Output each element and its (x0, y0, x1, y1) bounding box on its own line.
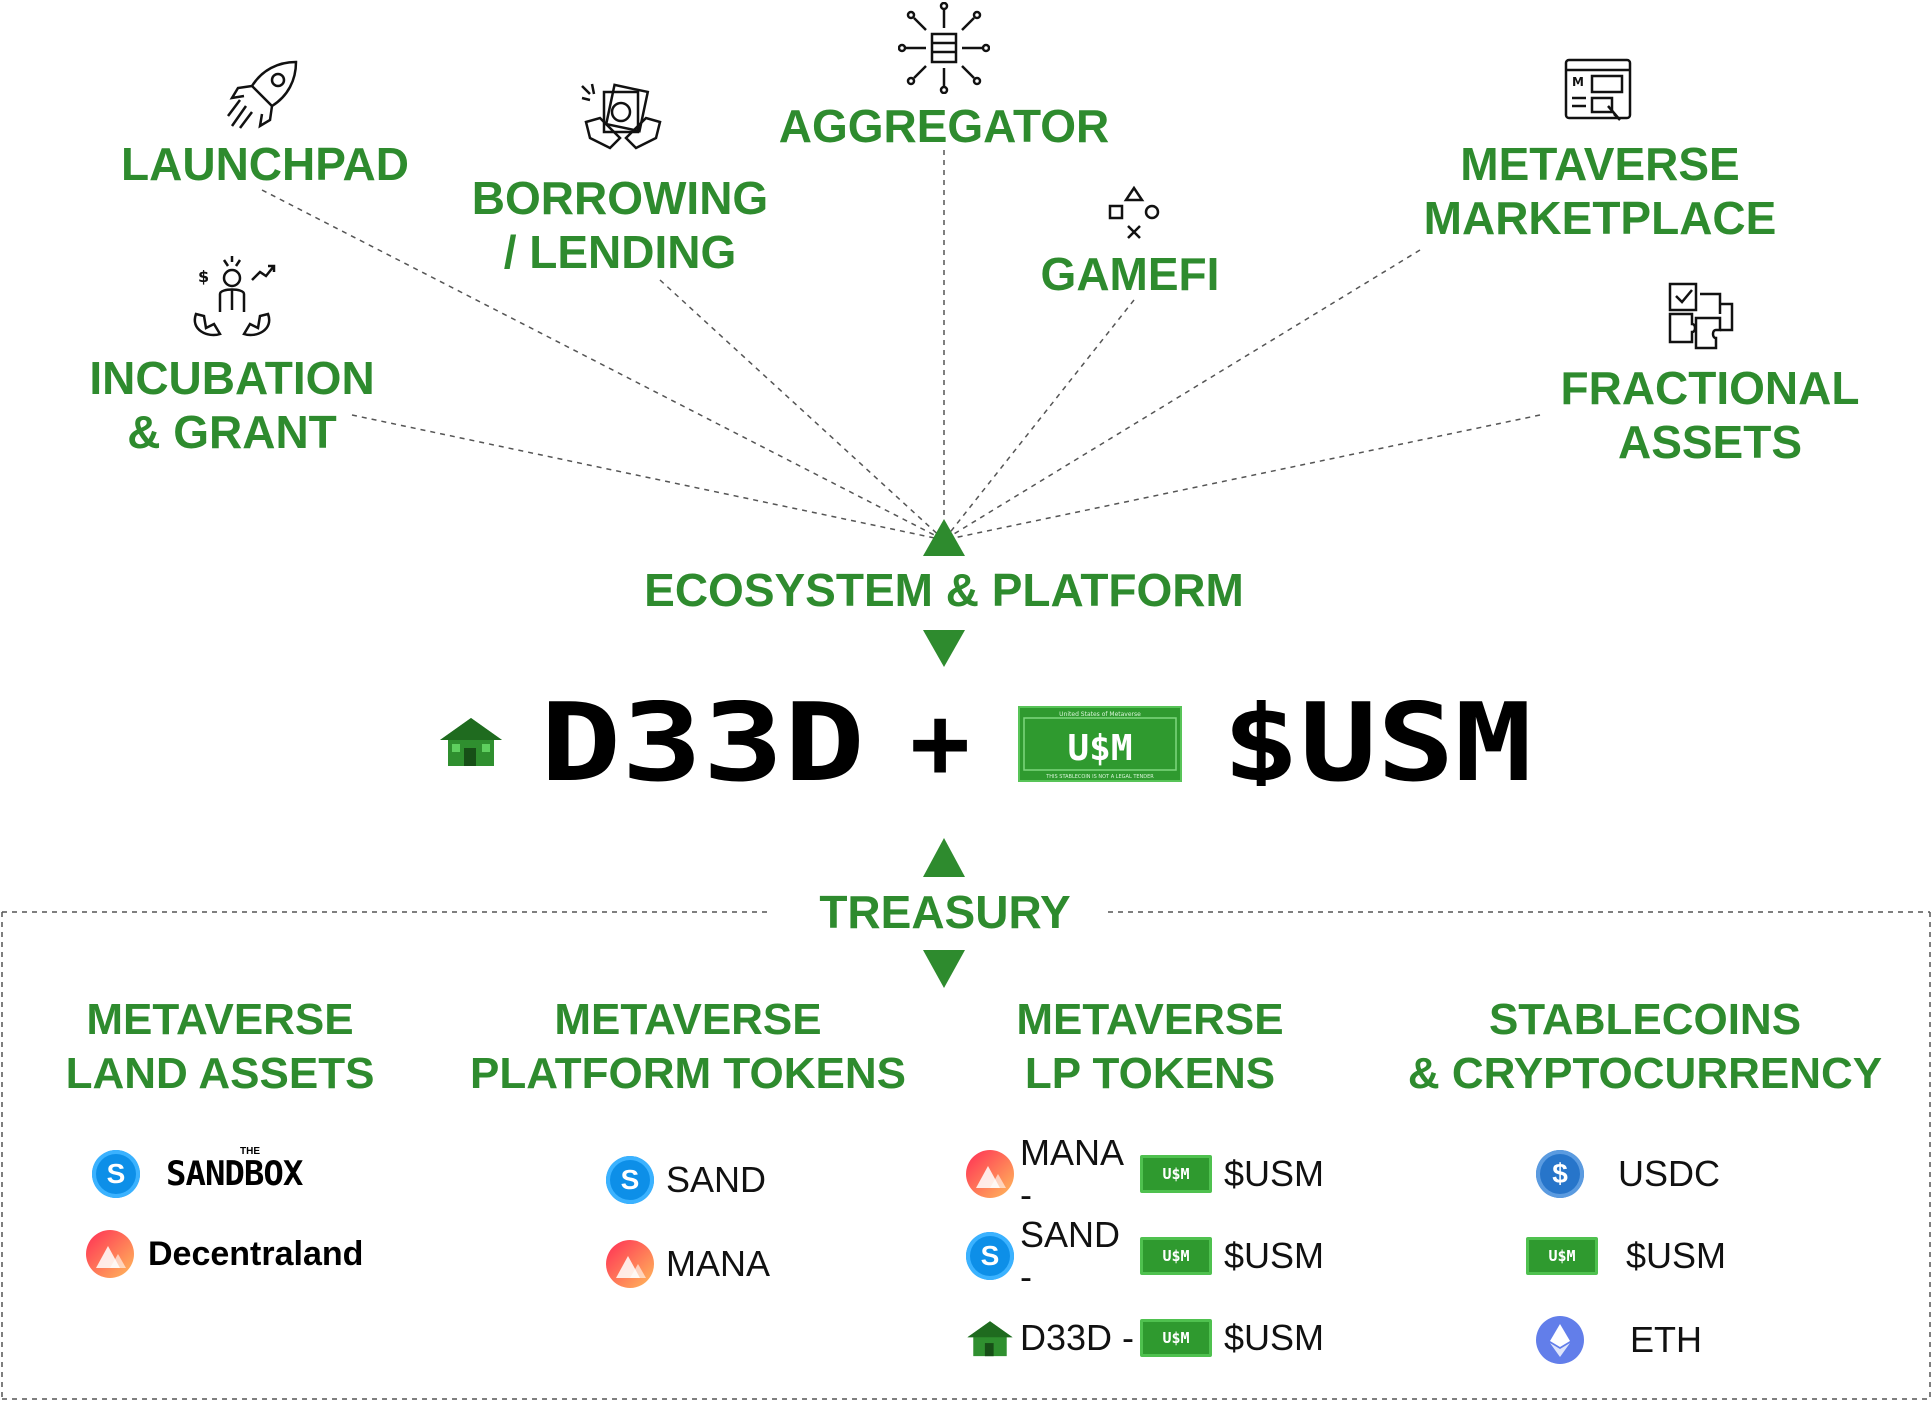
sandbox-logo-text: SANDBOX (166, 1154, 303, 1194)
decentraland-item: Decentraland (86, 1226, 363, 1282)
handshake-money-icon (581, 83, 662, 150)
d33d-logo-text: D33D (540, 700, 865, 786)
hatching-egg-icon: $ (193, 256, 276, 337)
usdc-icon: $ (1536, 1150, 1584, 1198)
col-lp-title-1: METAVERSE (1016, 995, 1284, 1044)
treasury-label: TREASURY (819, 886, 1071, 938)
stable-usdc-label: USDC (1618, 1153, 1721, 1194)
usm-bill-icon: U$M (1140, 1319, 1212, 1357)
line-borrowing (659, 279, 945, 541)
platform-sand-label: SAND (666, 1159, 767, 1200)
launchpad-label: LAUNCHPAD (121, 138, 409, 190)
platform-sand-item: S SAND (606, 1152, 766, 1208)
house-icon (967, 1321, 1013, 1357)
lp-left-label: MANA - (1020, 1132, 1123, 1215)
col-stable-title-1: STABLECOINS (1488, 995, 1802, 1044)
usm-bill-icon: U$M (1526, 1237, 1598, 1275)
lp-right-label: $USM (1224, 1317, 1325, 1358)
mana-icon (966, 1150, 1014, 1198)
marketplace-label-line2: MARKETPLACE (1423, 192, 1777, 244)
sand-icon: S (606, 1156, 654, 1204)
plus-sign: + (910, 684, 971, 801)
marketplace-label-line1: METAVERSE (1460, 138, 1740, 190)
lp-left-label: D33D - (1020, 1317, 1135, 1358)
line-gamefi (943, 299, 1135, 541)
incubation-label-line1: INCUBATION (89, 352, 375, 404)
stable-eth-label: ETH (1630, 1319, 1702, 1360)
ecosystem-platform-label: ECOSYSTEM & PLATFORM (644, 564, 1244, 616)
col-platform-title-1: METAVERSE (554, 995, 822, 1044)
arrow-down-ecosystem (923, 630, 965, 667)
usm-bill-icon: U$M (1140, 1155, 1212, 1193)
stable-usdc-item: $ USDC (1536, 1146, 1720, 1202)
stable-eth-item: ETH (1536, 1312, 1702, 1368)
stable-usm-label: $USM (1626, 1235, 1727, 1276)
line-incubation (351, 414, 945, 541)
borrowing-label-line1: BORROWING (471, 172, 769, 224)
arrow-down-treasury (923, 950, 965, 988)
house-icon (440, 718, 502, 766)
svg-text:U$M: U$M (1067, 728, 1132, 769)
usm-logo: $USM (1222, 700, 1532, 786)
col-lp-title-2: LP TOKENS (1024, 1049, 1276, 1098)
lp-left-label: SAND - (1020, 1214, 1121, 1297)
sandbox-logo-small: THE (240, 1146, 260, 1157)
col-platform-title-2: PLATFORM TOKENS (470, 1049, 906, 1098)
arrow-up-treasury (923, 838, 965, 877)
col-land-title-1: METAVERSE (86, 995, 354, 1044)
svg-text:THIS STABLECOIN IS NOT A LEGAL: THIS STABLECOIN IS NOT A LEGAL TENDER (1045, 774, 1154, 780)
lp-d33d-usm-item: D33D - U$M $USM (966, 1310, 1324, 1366)
sand-icon: S (966, 1232, 1014, 1280)
game-controls-icon (1108, 185, 1160, 239)
rocket-icon (227, 60, 298, 129)
web-marketplace-icon: M (1564, 58, 1632, 121)
mana-icon (86, 1230, 134, 1278)
line-fractional (943, 414, 1541, 541)
line-marketplace (943, 249, 1421, 541)
lp-right-label: $USM (1224, 1235, 1325, 1276)
fractional-label-line2: ASSETS (1617, 416, 1803, 468)
platform-mana-item: MANA (606, 1236, 770, 1292)
eth-icon (1536, 1316, 1584, 1364)
svg-text:United States of Metaverse: United States of Metaverse (1059, 711, 1141, 718)
incubation-label-line2: & GRANT (127, 406, 337, 458)
svg-text:M: M (1572, 75, 1584, 89)
decentraland-label: Decentraland (148, 1234, 364, 1273)
stable-usm-item: U$M $USM (1526, 1228, 1726, 1284)
col-stable-title-2: & CRYPTOCURRENCY (1407, 1049, 1883, 1098)
gamefi-label: GAMEFI (1040, 248, 1220, 300)
lp-sand-usm-item: S SAND - U$M $USM (966, 1214, 1325, 1297)
borrowing-label-line2: / LENDING (503, 226, 737, 278)
lp-mana-usm-item: MANA - U$M $USM (966, 1132, 1325, 1215)
svg-text:$: $ (198, 267, 209, 286)
aggregator-label: AGGREGATOR (778, 100, 1110, 152)
fractional-label-line1: FRACTIONAL (1560, 362, 1860, 414)
arrow-up-ecosystem (923, 519, 965, 556)
lp-right-label: $USM (1224, 1153, 1325, 1194)
sandbox-item: S THE SANDBOX (92, 1146, 346, 1202)
mana-icon (606, 1240, 654, 1288)
usm-logo-text: $USM (1222, 700, 1532, 786)
d33d-logo: D33D (540, 700, 865, 786)
aggregator-network-icon (898, 2, 990, 94)
line-launchpad (261, 189, 945, 541)
col-land-title-2: LAND ASSETS (65, 1049, 375, 1098)
usm-bill-icon: U$M (1140, 1237, 1212, 1275)
platform-mana-label: MANA (666, 1243, 771, 1284)
usm-bill-icon: United States of Metaverse U$M THIS STAB… (1018, 706, 1182, 782)
sand-icon: S (92, 1150, 140, 1198)
sandbox-logo: THE SANDBOX (166, 1146, 346, 1202)
puzzle-pieces-icon (1668, 282, 1734, 350)
